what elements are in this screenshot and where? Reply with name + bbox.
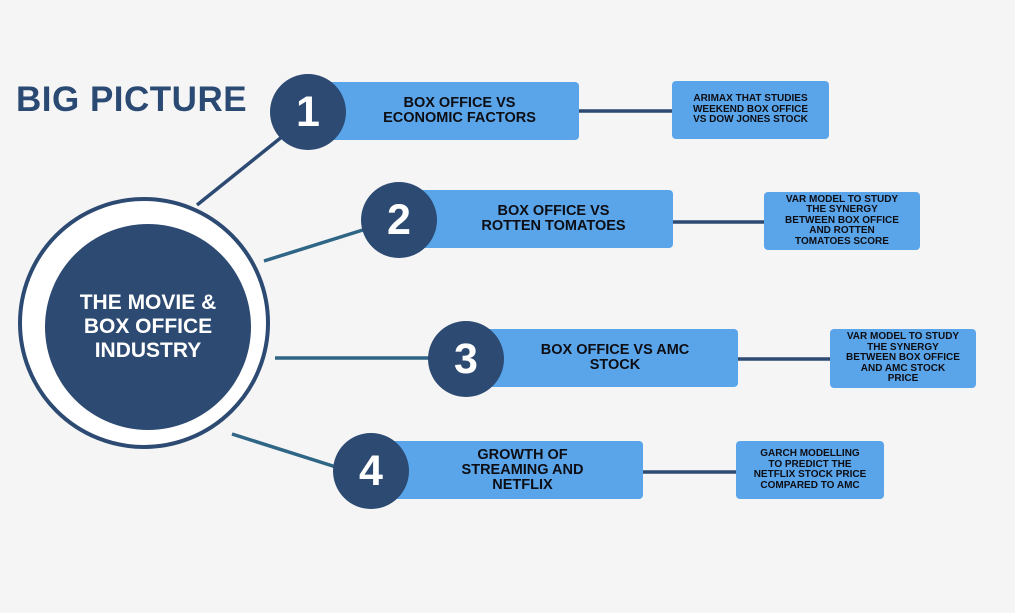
number-badge-3: 3 [428, 321, 504, 397]
hub-connector-4 [231, 432, 337, 469]
method-box-4: GARCH MODELLING TO PREDICT THE NETFLIX S… [736, 441, 884, 499]
number-badge-4: 4 [333, 433, 409, 509]
number-badge-2: 2 [361, 182, 437, 258]
topic-label-4: GROWTH OF STREAMING AND NETFLIX [461, 446, 584, 493]
method-label-4: GARCH MODELLING TO PREDICT THE NETFLIX S… [753, 448, 867, 491]
topic-box-4: GROWTH OF STREAMING AND NETFLIX [366, 441, 643, 499]
page-title: BIG PICTURE [16, 80, 248, 119]
method-box-1: ARIMAX THAT STUDIES WEEKEND BOX OFFICE V… [672, 81, 829, 139]
method-box-3: VAR MODEL TO STUDY THE SYNERGY BETWEEN B… [830, 329, 976, 388]
method-box-2: VAR MODEL TO STUDY THE SYNERGY BETWEEN B… [764, 192, 920, 250]
hub-label: THE MOVIE & BOX OFFICE INDUSTRY [79, 291, 217, 362]
number-label-3: 3 [454, 334, 478, 383]
number-label-2: 2 [387, 195, 411, 244]
method-label-1: ARIMAX THAT STUDIES WEEKEND BOX OFFICE V… [692, 93, 808, 126]
hub-connector-2 [263, 227, 367, 263]
method-label-2: VAR MODEL TO STUDY THE SYNERGY BETWEEN B… [785, 193, 899, 247]
hub-circle: THE MOVIE & BOX OFFICE INDUSTRY [45, 224, 251, 430]
topic-box-1: BOX OFFICE VS ECONOMIC FACTORS [300, 82, 579, 140]
topic-box-3: BOX OFFICE VS AMC STOCK [460, 329, 738, 387]
number-label-1: 1 [296, 87, 320, 136]
topic-box-2: BOX OFFICE VS ROTTEN TOMATOES [394, 190, 673, 248]
topic-label-1: BOX OFFICE VS ECONOMIC FACTORS [383, 95, 536, 126]
hub-connector-1 [195, 134, 285, 207]
number-badge-1: 1 [270, 74, 346, 150]
number-label-4: 4 [359, 446, 383, 495]
topic-label-3: BOX OFFICE VS AMC STOCK [540, 342, 690, 373]
topic-label-2: BOX OFFICE VS ROTTEN TOMATOES [481, 203, 626, 234]
method-label-3: VAR MODEL TO STUDY THE SYNERGY BETWEEN B… [846, 331, 960, 385]
